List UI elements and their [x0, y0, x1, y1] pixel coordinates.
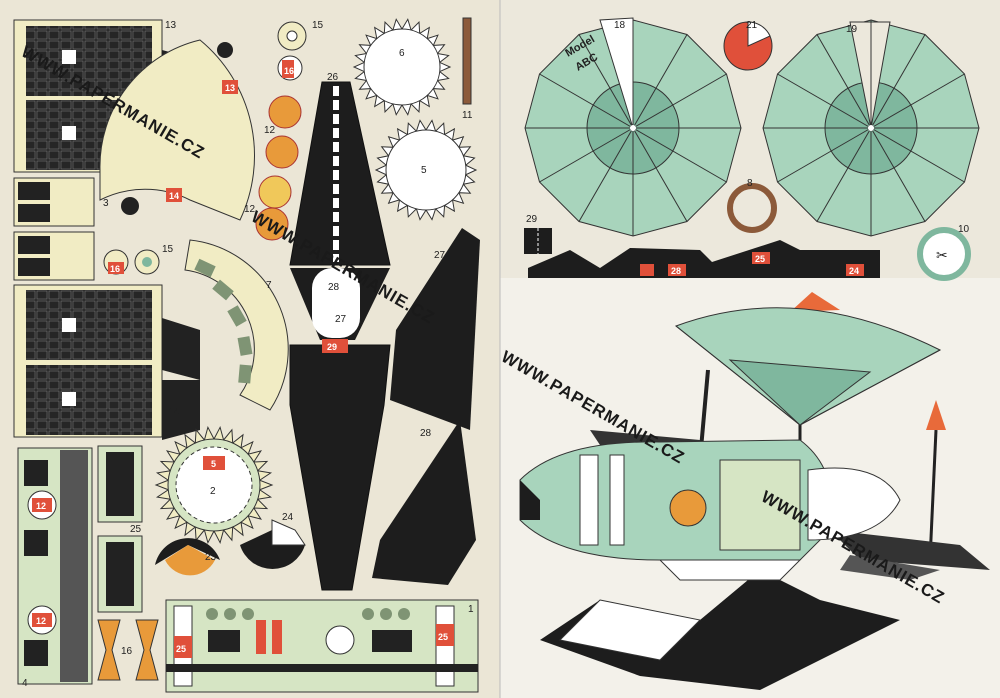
- sunburst-disc-6: [352, 18, 452, 116]
- part-number-12-a: 12: [264, 125, 276, 136]
- connector-strips: [13, 177, 95, 281]
- part-number-5: 5: [421, 165, 427, 176]
- strip-11: [462, 17, 472, 105]
- part-number-6: 6: [399, 48, 405, 59]
- dish-spoke: [816, 127, 872, 222]
- black-fin-27: [390, 228, 480, 430]
- dish-spoke: [539, 127, 634, 183]
- red-disc-21: [723, 21, 773, 71]
- part-number-14: 14: [168, 407, 180, 418]
- dish-part-18: [524, 17, 742, 237]
- part-number-29: 29: [526, 214, 538, 225]
- rings-15-16-left: 16: [103, 249, 160, 275]
- sunburst-disc-5: [374, 119, 478, 221]
- orange-discs-12: [255, 95, 302, 241]
- svg-text:28: 28: [671, 266, 681, 276]
- part-number-26: 26: [327, 72, 339, 83]
- dish-spoke: [632, 127, 727, 183]
- svg-text:5: 5: [211, 459, 216, 469]
- part-number-18: 18: [614, 20, 626, 31]
- part-number-27-mast: 27: [335, 314, 347, 325]
- part-number-11: 11: [462, 110, 473, 121]
- part-number-4: 4: [22, 678, 28, 689]
- part-number-16-bottom: 16: [121, 646, 133, 657]
- part-number-2: 2: [210, 486, 216, 497]
- curved-strip-3: 13 14: [99, 39, 255, 221]
- dish-spoke: [632, 34, 688, 129]
- svg-text:25: 25: [438, 632, 448, 642]
- dish-spoke: [539, 73, 634, 129]
- dish-spoke: [578, 127, 634, 222]
- mint-strip-4: 12 12: [17, 447, 93, 685]
- dish-spoke: [777, 73, 872, 129]
- antenna-mast-26: 29: [289, 81, 391, 591]
- svg-text:12: 12: [36, 501, 46, 511]
- part-number-28-mast: 28: [328, 282, 340, 293]
- dish-spoke: [777, 127, 872, 183]
- part-number-23: 23: [205, 552, 217, 563]
- dish-spoke: [578, 34, 634, 129]
- sunburst-disc-2: 5: [154, 425, 274, 545]
- part-number-15-top: 15: [312, 20, 324, 31]
- part-number-15-left: 15: [162, 244, 174, 255]
- dish-spoke: [870, 127, 965, 183]
- panels-25: [97, 445, 143, 613]
- part-number-24: 24: [282, 512, 294, 523]
- svg-text:14: 14: [169, 191, 179, 201]
- ring-8: [727, 183, 777, 233]
- tab-29: [524, 228, 552, 254]
- dish-spoke: [816, 34, 872, 129]
- svg-text:✂: ✂: [936, 248, 948, 264]
- dish-part-19: [762, 19, 980, 237]
- part-number-12-b: 12: [244, 204, 256, 215]
- svg-text:13: 13: [225, 83, 235, 93]
- solar-panel-14: [13, 284, 200, 440]
- hourglass-16: [97, 619, 159, 681]
- part-number-1: 1: [468, 604, 474, 615]
- part-number-10: 10: [958, 224, 970, 235]
- mint-strip-1: 25 25: [165, 599, 479, 693]
- svg-text:12: 12: [36, 616, 46, 626]
- half-disc-23: [155, 538, 220, 576]
- part-number-3: 3: [103, 198, 109, 209]
- dish-spoke: [870, 34, 926, 129]
- svg-text:24: 24: [849, 266, 859, 276]
- dish-spoke: [870, 73, 965, 129]
- part-number-25-small: 25: [130, 524, 142, 535]
- part-number-21: 21: [746, 20, 758, 31]
- part-number-8: 8: [747, 178, 753, 189]
- part-number-27: 27: [434, 250, 446, 261]
- part-number-19: 19: [846, 24, 858, 35]
- ring-10: ✂: [917, 227, 971, 281]
- svg-text:25: 25: [755, 254, 765, 264]
- assembled-satellite-illustration: [519, 292, 990, 690]
- svg-text:25: 25: [176, 644, 186, 654]
- black-fin-28: [372, 420, 476, 585]
- svg-text:16: 16: [110, 264, 120, 274]
- arc-part-7: [184, 239, 289, 411]
- part-number-7: 7: [266, 280, 272, 291]
- part-number-16-top: 16: [284, 66, 294, 76]
- half-disc-24: [240, 519, 306, 570]
- dish-spoke: [632, 73, 727, 129]
- dish-spoke: [632, 127, 688, 222]
- svg-text:29: 29: [327, 342, 337, 352]
- dish-spoke: [870, 127, 926, 222]
- black-base-strip: 28 25 24: [528, 240, 880, 278]
- rings-15-16-top: [277, 21, 307, 81]
- part-number-28: 28: [420, 428, 432, 439]
- part-number-13: 13: [165, 20, 177, 31]
